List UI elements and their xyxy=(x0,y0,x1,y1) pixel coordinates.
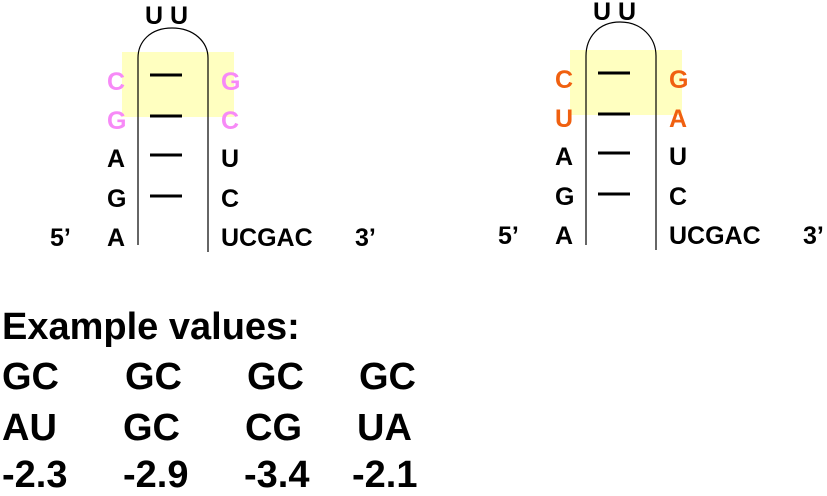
left-base: A xyxy=(107,224,126,252)
example-cell: GC xyxy=(2,356,59,398)
right-base: U xyxy=(221,145,240,173)
right-base: C xyxy=(221,185,240,213)
example-cell: UA xyxy=(357,407,412,449)
right-tail: UCGAC xyxy=(221,224,313,252)
hairpin-1: U U C G A G A G C U C UCGAC 5’ 3’ xyxy=(0,0,400,280)
loop-label: U U xyxy=(145,2,189,30)
loop-label: U U xyxy=(593,0,637,26)
five-prime-label: 5’ xyxy=(498,222,519,250)
right-base: U xyxy=(669,143,688,171)
left-base: G xyxy=(107,185,127,213)
left-base: A xyxy=(555,222,574,250)
right-tail: UCGAC xyxy=(669,222,761,250)
left-base: C xyxy=(107,68,126,96)
three-prime-label: 3’ xyxy=(803,222,824,250)
left-base: C xyxy=(555,66,574,94)
example-cell: -2.1 xyxy=(352,454,418,496)
stacked-pair-highlight xyxy=(570,50,682,115)
three-prime-label: 3’ xyxy=(355,224,376,252)
example-cell: GC xyxy=(359,356,416,398)
example-cell: -3.4 xyxy=(244,454,310,496)
five-prime-label: 5’ xyxy=(50,224,71,252)
example-heading: Example values: xyxy=(2,306,300,348)
example-cell: GC xyxy=(123,407,180,449)
backbone-line xyxy=(137,27,209,252)
left-base: G xyxy=(555,183,575,211)
example-cell: CG xyxy=(245,407,302,449)
hairpin-2: U U C U A G A G A U C UCGAC 5’ 3’ xyxy=(448,0,827,280)
stacked-pair-highlight xyxy=(122,52,234,117)
backbone-line xyxy=(585,21,657,250)
example-cell: -2.9 xyxy=(123,454,189,496)
hairpin-1-lines xyxy=(122,27,234,252)
right-base: G xyxy=(669,66,689,94)
left-base: A xyxy=(555,143,574,171)
right-base: A xyxy=(669,105,688,133)
example-cell: -2.3 xyxy=(2,454,68,496)
right-base: G xyxy=(221,68,241,96)
left-base: G xyxy=(107,107,127,135)
example-cell: GC xyxy=(247,356,304,398)
example-cell: AU xyxy=(2,407,57,449)
right-base: C xyxy=(221,107,240,135)
left-base: U xyxy=(555,105,574,133)
right-base: C xyxy=(669,183,688,211)
left-base: A xyxy=(107,145,126,173)
hairpin-2-lines xyxy=(570,21,682,250)
example-cell: GC xyxy=(125,356,182,398)
